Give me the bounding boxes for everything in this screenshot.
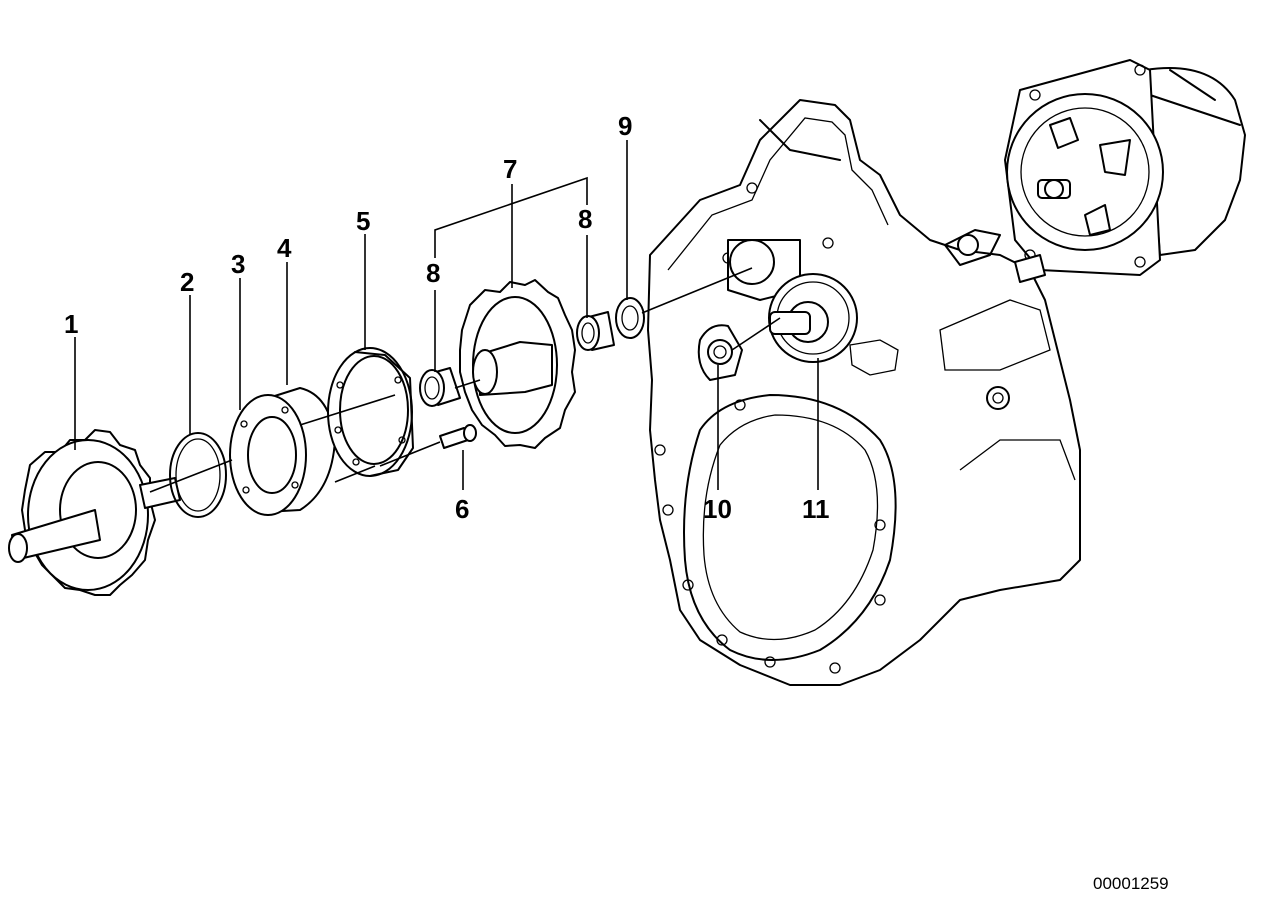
callout-3: 3 <box>231 249 245 279</box>
callout-leaders <box>74 140 819 490</box>
part-6-screw <box>439 424 477 449</box>
callout-1: 1 <box>64 309 78 339</box>
callout-10: 10 <box>703 494 732 524</box>
callout-4: 4 <box>277 233 292 263</box>
part-5-cover-plate <box>327 347 414 477</box>
callout-2: 2 <box>180 267 194 297</box>
callout-labels: 1 2 3 4 5 6 7 8 8 9 10 11 <box>64 111 830 524</box>
document-number: 00001259 <box>1093 874 1169 893</box>
callout-7: 7 <box>503 154 517 184</box>
transmission-housing <box>647 99 1081 686</box>
assembly-lines <box>149 267 781 493</box>
callout-5: 5 <box>356 206 370 236</box>
callout-8-left: 8 <box>426 258 440 288</box>
part-1-gear-shaft <box>8 429 181 596</box>
part-8-needle-bearing-left <box>419 367 461 407</box>
callout-8-right: 8 <box>578 204 592 234</box>
part-8-needle-bearing-right <box>576 311 615 351</box>
generator-cover <box>1004 59 1246 283</box>
part-7-gear <box>459 279 576 449</box>
part-9-seal-ring <box>615 297 645 339</box>
callout-6: 6 <box>455 494 469 524</box>
part-4-bearing-housing <box>229 387 336 516</box>
callout-11: 11 <box>802 494 830 524</box>
part-2-circlip <box>169 432 227 518</box>
callout-9: 9 <box>618 111 632 141</box>
